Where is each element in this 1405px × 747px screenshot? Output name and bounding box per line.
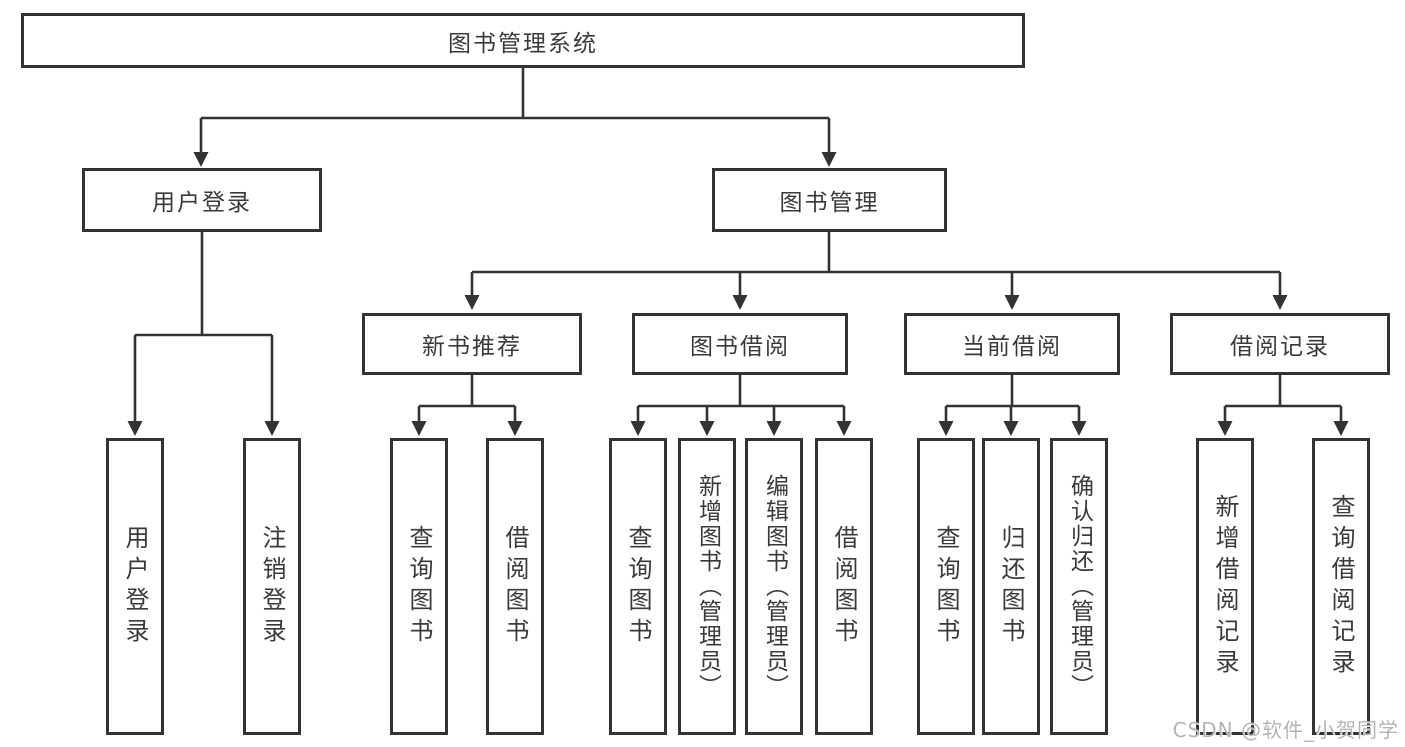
leaf-logout: 注销登录 [243, 438, 301, 735]
connector-user-login [127, 232, 280, 436]
node-current-borrowing: 当前借阅 [904, 313, 1120, 375]
csdn-watermark: CSDN @软件_小贺同学 [1172, 718, 1399, 742]
node-book-borrowing: 图书借阅 [632, 313, 848, 375]
connector-root [193, 68, 837, 167]
node-new-book-recommend: 新书推荐 [362, 313, 582, 375]
leaf-query-books-recommend: 查询图书 [390, 438, 448, 735]
leaf-user-login: 用户登录 [106, 438, 164, 735]
connector-borrowing [630, 375, 852, 436]
connector-current [938, 375, 1087, 436]
node-user-login: 用户登录 [82, 168, 322, 232]
leaf-query-books-borrowing: 查询图书 [609, 438, 667, 735]
leaf-borrow-books-recommend: 借阅图书 [486, 438, 544, 735]
leaf-query-books-current: 查询图书 [917, 438, 975, 735]
connector-records [1217, 375, 1349, 436]
leaf-edit-books-admin: 编辑图书（管理员） [745, 438, 803, 735]
node-borrowing-records: 借阅记录 [1170, 313, 1390, 375]
leaf-add-books-admin: 新增图书（管理员） [678, 438, 736, 735]
leaf-return-books: 归还图书 [982, 438, 1040, 735]
leaf-add-borrow-record: 新增借阅记录 [1196, 438, 1254, 735]
node-book-management: 图书管理 [712, 168, 947, 232]
node-library-system: 图书管理系统 [21, 13, 1025, 68]
connector-book-management [464, 232, 1288, 310]
connector-recommend [411, 375, 523, 436]
leaf-borrow-books-borrowing: 借阅图书 [815, 438, 873, 735]
leaf-confirm-return-admin: 确认归还（管理员） [1050, 438, 1108, 735]
leaf-query-borrow-record: 查询借阅记录 [1312, 438, 1370, 735]
